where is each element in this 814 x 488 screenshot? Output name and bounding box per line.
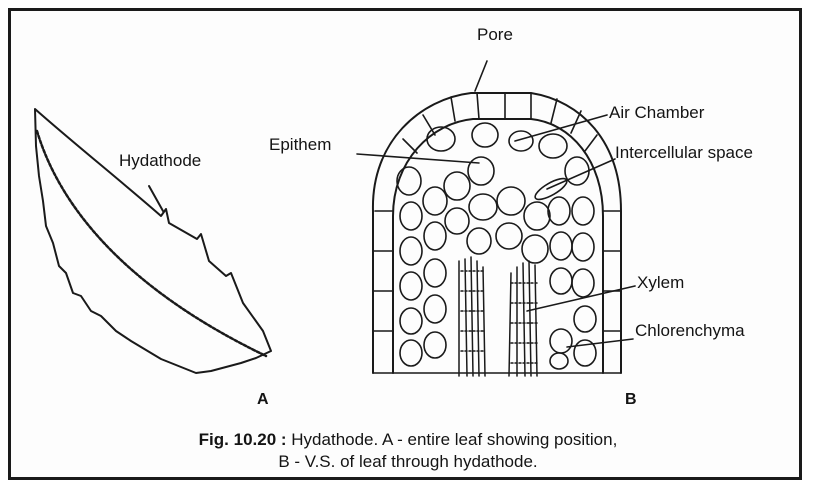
epithem-pointer (357, 154, 479, 163)
figure-frame: Hydathode Pore Air Chamber Epithem Inter… (8, 8, 802, 480)
hydathode-label: Hydathode (119, 151, 201, 171)
figure-artwork (11, 11, 805, 483)
pore-pointer (475, 61, 487, 91)
panel-b-letter: B (625, 391, 637, 409)
caption-line-2: B - V.S. of leaf through hydathode. (11, 451, 805, 473)
caption-line-1: Hydathode. A - entire leaf showing posit… (291, 430, 617, 449)
caption-fig-number: Fig. 10.20 : (199, 430, 287, 449)
epithem-label: Epithem (269, 135, 331, 155)
leaf-outline (35, 109, 271, 373)
panel-a-letter: A (257, 391, 269, 409)
section-drawing (373, 93, 621, 376)
chlorenchyma-label: Chlorenchyma (635, 321, 745, 341)
leaf-drawing (35, 109, 271, 373)
xylem-label: Xylem (637, 273, 684, 293)
xylem-strands (459, 257, 537, 376)
pore-label: Pore (477, 25, 513, 45)
figure-caption: Fig. 10.20 : Hydathode. A - entire leaf … (11, 429, 805, 473)
air-chamber-label: Air Chamber (609, 103, 704, 123)
intercellular-space-label: Intercellular space (615, 143, 753, 163)
